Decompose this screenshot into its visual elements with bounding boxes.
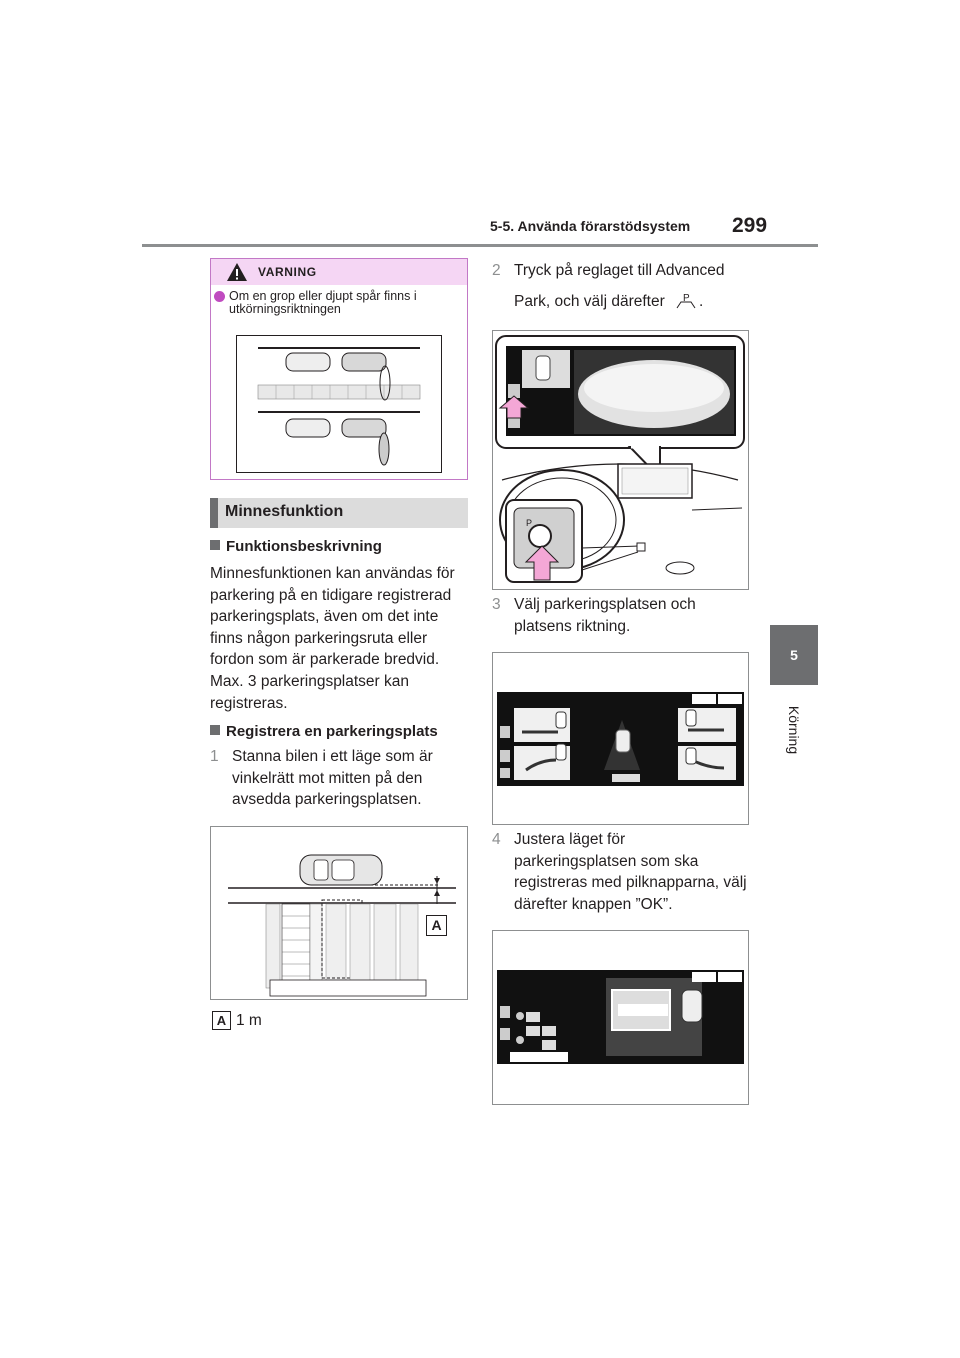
step-3-text: Välj parkeringsplatsen och platsens rikt… bbox=[514, 596, 696, 635]
legend-key-a: A bbox=[212, 1011, 231, 1030]
subheading-register: Registrera en parkeringsplats bbox=[210, 723, 438, 740]
step-2-number: 2 bbox=[492, 262, 501, 279]
dashboard-figure: P bbox=[492, 330, 749, 590]
step-4-text: Justera läget för parkeringsplatsen som … bbox=[514, 831, 747, 913]
svg-text:P: P bbox=[526, 518, 532, 528]
section-heading-box bbox=[210, 498, 468, 528]
step-2-end: . bbox=[699, 293, 704, 310]
subheading-function: Funktionsbeskrivning bbox=[210, 538, 382, 555]
step-1-text: Stanna bilen i ett läge som är vinkelrät… bbox=[232, 748, 433, 808]
subheading-register-text: Registrera en parkeringsplats bbox=[226, 723, 438, 740]
step-4-number: 4 bbox=[492, 831, 501, 848]
header-rule bbox=[142, 244, 818, 247]
step-1-number: 1 bbox=[210, 748, 219, 765]
chapter-label: Körning bbox=[782, 690, 806, 770]
select-parking-screen-figure bbox=[492, 652, 749, 825]
parking-position-figure bbox=[210, 826, 468, 1000]
paragraph-max-count: Max. 3 parkeringsplatser kan registreras… bbox=[210, 673, 410, 712]
paragraph-description: Minnesfunktionen kan användas för parker… bbox=[210, 565, 455, 668]
step-2-line-1: Tryck på reglaget till Advanced bbox=[514, 262, 725, 279]
page-number: 299 bbox=[732, 214, 768, 237]
subheading-function-text: Funktionsbeskrivning bbox=[226, 538, 382, 555]
header-section-title: 5-5. Använda förarstödsystem bbox=[490, 218, 691, 234]
warning-illustration bbox=[236, 335, 442, 473]
step-3-number: 3 bbox=[492, 596, 501, 613]
warning-triangle-icon bbox=[227, 263, 247, 281]
warning-title: VARNING bbox=[258, 265, 317, 279]
step-2-line-2: Park, och välj därefter bbox=[514, 293, 665, 310]
square-bullet-icon bbox=[210, 540, 220, 550]
svg-text:P: P bbox=[683, 293, 690, 304]
warning-bullet-icon bbox=[214, 291, 225, 302]
chapter-tab: 5 bbox=[770, 625, 818, 685]
section-heading: Minnesfunktion bbox=[225, 503, 344, 520]
warning-text: Om en grop eller djupt spår finns i utkö… bbox=[229, 289, 417, 316]
advanced-park-icon: P bbox=[676, 293, 696, 309]
adjust-position-screen-figure bbox=[492, 930, 749, 1105]
figure-callout-a: A bbox=[426, 915, 447, 936]
warning-header bbox=[211, 259, 467, 285]
square-bullet-icon bbox=[210, 725, 220, 735]
chapter-label-text: Körning bbox=[786, 705, 803, 755]
legend-value: 1 m bbox=[236, 1012, 262, 1029]
